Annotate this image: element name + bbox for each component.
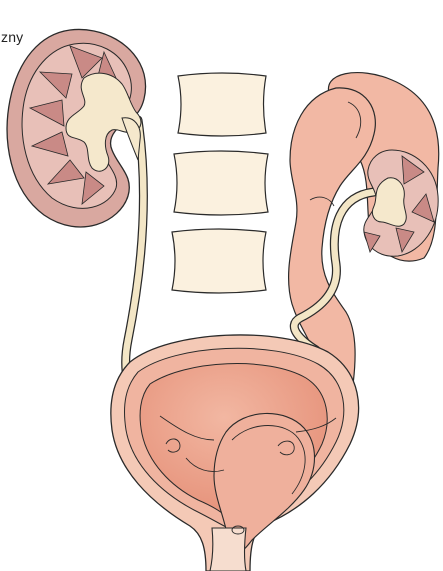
vertebra-2 [174, 151, 268, 215]
bladder [111, 335, 359, 571]
vertebrae [172, 73, 268, 293]
vertebra-3 [172, 229, 266, 293]
vertebra-1 [178, 73, 266, 136]
left-kidney [7, 29, 145, 227]
